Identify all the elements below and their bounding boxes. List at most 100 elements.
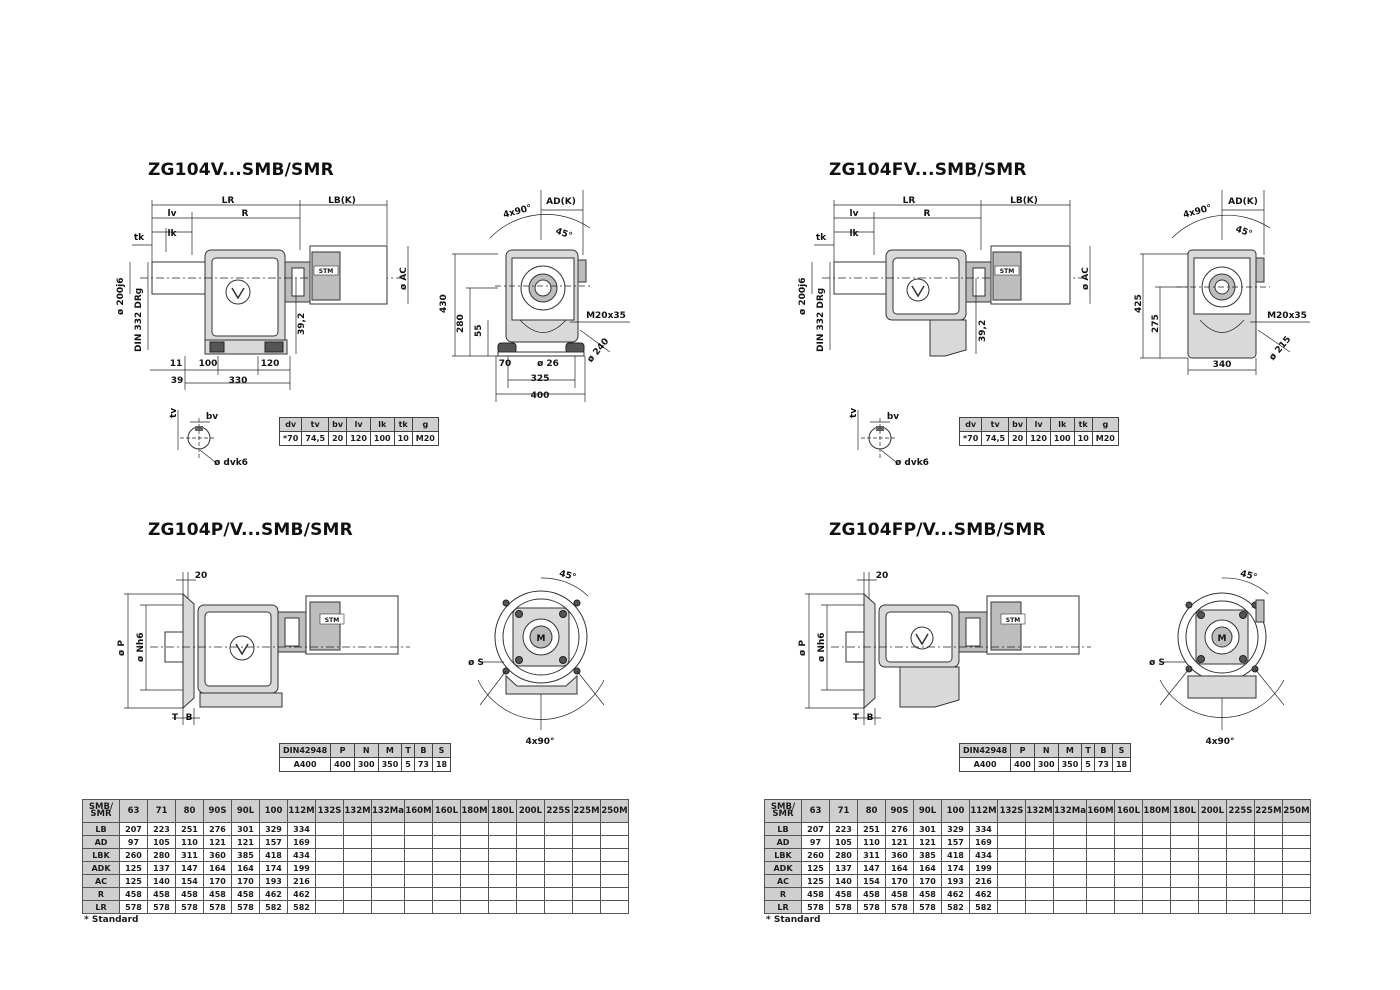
table-cell [371,861,405,875]
flange-th-s: S [1111,743,1132,758]
row-label: AD [764,835,802,849]
flange-table-zg104fpv: DIN42948 P N M T B S A400 400 300 350 5 … [958,743,1132,772]
table-cell [515,887,545,901]
dim-330: 330 [229,376,248,386]
table-cell [1113,900,1143,914]
motor-size-header: 250M [599,799,629,823]
table-cell [431,835,461,849]
flange-td-din: A400 [958,757,1012,772]
table-cell: 154 [175,874,204,888]
table-cell [1141,822,1171,836]
table-cell: 97 [801,835,830,849]
table-cell: 170 [913,874,942,888]
table-cell: 105 [829,835,858,849]
table-cell [1253,835,1283,849]
dim-height-280: 280 [456,314,466,333]
motor-size-header: 100 [941,799,970,823]
table-cell [1141,835,1171,849]
motor-size-header: 63 [119,799,148,823]
row-label: ADK [764,861,802,875]
table-cell: 462 [941,887,970,901]
key-td-tk: 10 [1073,431,1093,446]
table-cell: 216 [287,874,316,888]
table-cell [1141,887,1171,901]
table-cell: 462 [287,887,316,901]
table-cell [315,874,344,888]
table-cell [599,848,629,862]
table-cell [371,874,405,888]
flange-td-n: 300 [1033,757,1059,772]
table-cell [1085,822,1115,836]
motor-size-header: 71 [829,799,858,823]
corner-line-2: SMR [772,809,794,819]
table-cell [1281,887,1311,901]
brand-plate: STM [325,617,339,624]
table-cell: 458 [857,887,886,901]
table-cell [1197,835,1227,849]
table-cell [403,848,433,862]
table-cell [1053,835,1087,849]
table-cell [543,835,573,849]
key-td-g: M20 [411,431,439,446]
motor-size-header: 200L [1197,799,1227,823]
dim-height-275: 275 [1151,314,1161,333]
table-cell: 121 [913,835,942,849]
dim-120: 120 [261,359,280,369]
table-cell [371,887,405,901]
shaft-key-detail-zg104v: tv bv ø dvk6 [169,408,248,468]
dim-392: 39,2 [297,313,307,335]
flange-th-m: M [377,743,403,758]
key-th-tv: tv [981,417,1010,432]
motor-size-header: 80 [857,799,886,823]
table-cell: 154 [857,874,886,888]
table-cell [1169,861,1199,875]
table-cell [599,900,629,914]
brand-plate: STM [1006,617,1020,624]
table-cell [403,861,433,875]
dim-lv: lv [168,209,177,219]
motor-size-header: 225M [571,799,601,823]
dim-angle-4x90: 4x90° [1205,737,1234,747]
table-cell: 458 [913,887,942,901]
table-cell [1281,874,1311,888]
table-cell [599,835,629,849]
table-cell: 418 [259,848,288,862]
table-cell [343,822,372,836]
table-cell [515,900,545,914]
table-cell [997,861,1026,875]
table-cell [459,887,489,901]
dim-hole-26: ø 26 [537,359,559,369]
flange-td-m: 350 [1057,757,1083,772]
table-cell: 125 [119,861,148,875]
key-th-dv: dv [278,417,303,432]
table-cell [571,900,601,914]
dim-70: 70 [499,359,512,369]
table-cell [1253,861,1283,875]
motor-size-header: 112M [969,799,998,823]
table-cell [403,887,433,901]
table-cell: 193 [259,874,288,888]
flange-td-din: A400 [278,757,332,772]
row-label: AC [764,874,802,888]
table-cell: 174 [259,861,288,875]
table-cell: 582 [259,900,288,914]
table-cell: 458 [801,887,830,901]
table-cell [315,887,344,901]
table-cell: 170 [203,874,232,888]
table-cell: 582 [287,900,316,914]
table-cell: 578 [857,900,886,914]
table-cell: 462 [259,887,288,901]
table-cell [543,900,573,914]
table-cell: 458 [119,887,148,901]
dim-n: ø Nh6 [136,632,146,662]
table-cell: 121 [203,835,232,849]
table-cell [1253,822,1283,836]
front-view-drawing-zg104fv: 4x90° AD(K) 45° 425 275 M20x35 ø 215 340 [1134,190,1310,375]
flange-th-n: N [1033,743,1059,758]
table-cell [543,874,573,888]
motor-size-header: 90L [913,799,942,823]
